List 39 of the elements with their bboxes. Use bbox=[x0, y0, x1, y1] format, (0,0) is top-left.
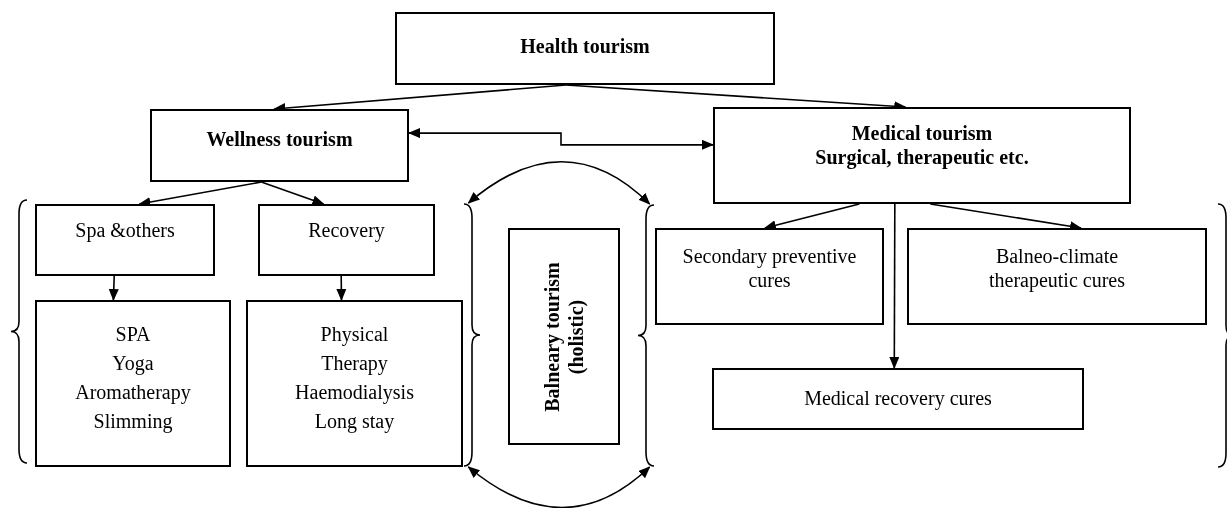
node-label: SPA bbox=[114, 322, 152, 347]
node-label: Yoga bbox=[111, 351, 155, 377]
node-label: Recovery bbox=[308, 218, 385, 242]
process-box bbox=[258, 204, 435, 276]
arrow bbox=[336, 275, 347, 301]
category-title: Wellness tourism bbox=[206, 127, 353, 151]
arrow bbox=[408, 128, 714, 150]
category-box bbox=[508, 228, 620, 445]
node-label: Secondary preventive cures bbox=[681, 244, 858, 292]
node-label: Long stay bbox=[313, 409, 396, 435]
category-title: Health tourism bbox=[520, 34, 650, 58]
node-label: Haemodialysis bbox=[294, 380, 415, 406]
list-box bbox=[246, 300, 463, 467]
node-label: Balneary tourism (holistic) bbox=[540, 260, 588, 414]
arrow bbox=[138, 181, 263, 207]
process-box bbox=[907, 228, 1207, 325]
node-label: Aromatherapy bbox=[74, 380, 192, 406]
arrow bbox=[889, 203, 900, 369]
node-label: Physical Therapy bbox=[319, 322, 390, 377]
curved-double-arrow bbox=[467, 160, 651, 205]
arrow bbox=[260, 181, 325, 206]
bracket-shape bbox=[637, 204, 655, 467]
category-box bbox=[713, 107, 1131, 204]
process-box bbox=[655, 228, 884, 325]
category-box bbox=[150, 109, 409, 182]
curved-double-arrow bbox=[467, 466, 651, 508]
process-box bbox=[712, 368, 1084, 430]
list-box bbox=[35, 300, 231, 467]
arrow bbox=[763, 203, 861, 231]
arrow bbox=[108, 275, 119, 301]
category-subtitle: Surgical, therapeutic etc. bbox=[815, 145, 1029, 169]
node-label: Slimming bbox=[92, 409, 174, 435]
node-label: Balneo-climate therapeutic cures bbox=[987, 244, 1126, 292]
category-box bbox=[395, 12, 775, 85]
process-box bbox=[35, 204, 215, 276]
bracket-shape bbox=[463, 203, 481, 467]
node-label: Spa &others bbox=[75, 218, 175, 242]
category-title: Medical tourism bbox=[851, 121, 993, 145]
node-label: Medical recovery cures bbox=[804, 386, 992, 410]
